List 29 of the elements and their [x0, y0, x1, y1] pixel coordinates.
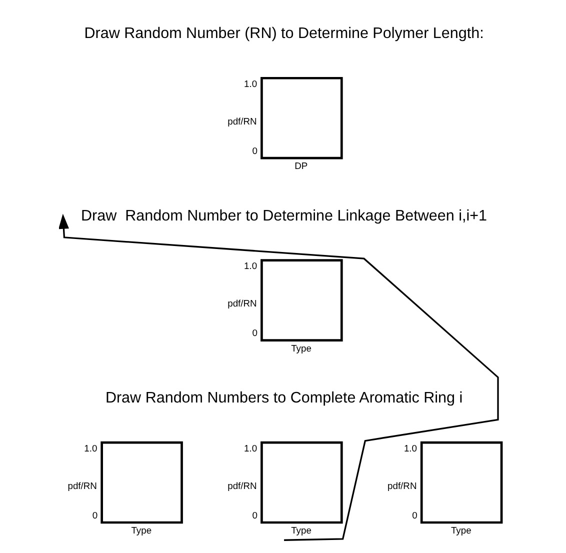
node-label: pdf/RN	[67, 480, 96, 491]
node-box	[260, 259, 342, 342]
node-box	[420, 441, 502, 524]
node-box	[260, 76, 342, 160]
node-label: Type	[450, 524, 471, 536]
node-label: pdf/RN	[227, 480, 256, 491]
node-label: 0	[252, 509, 258, 520]
node-label: 0	[412, 509, 417, 520]
node-label: 1.0	[244, 442, 257, 454]
node-label: pdf/RN	[227, 298, 256, 309]
node-label: 1.0	[244, 78, 257, 89]
node-label: 0	[92, 509, 98, 520]
node-label: 1.0	[84, 442, 97, 454]
node-label: 1.0	[244, 260, 257, 272]
node-label: 1.0	[403, 442, 417, 454]
arrow	[58, 214, 498, 541]
node-label: DP	[294, 160, 308, 172]
node-label: pdf/RN	[387, 480, 416, 491]
node-box	[100, 441, 182, 524]
node-label: 0	[252, 144, 258, 156]
node-text: Draw Random Numbers to Complete Aromatic Ring i	[104, 389, 462, 406]
node-label: Type	[130, 524, 152, 536]
node-label: Type	[290, 342, 311, 354]
node-text: Draw Random Number to Determine Linkage Between i,i+1	[80, 207, 487, 224]
node-label: pdf/RN	[227, 115, 256, 126]
node-text: Draw Random Number (RN) to Determine Polymer Length:	[84, 25, 484, 42]
node-label: 0	[252, 327, 258, 338]
node-box	[260, 441, 342, 524]
node-label: Type	[290, 524, 311, 536]
